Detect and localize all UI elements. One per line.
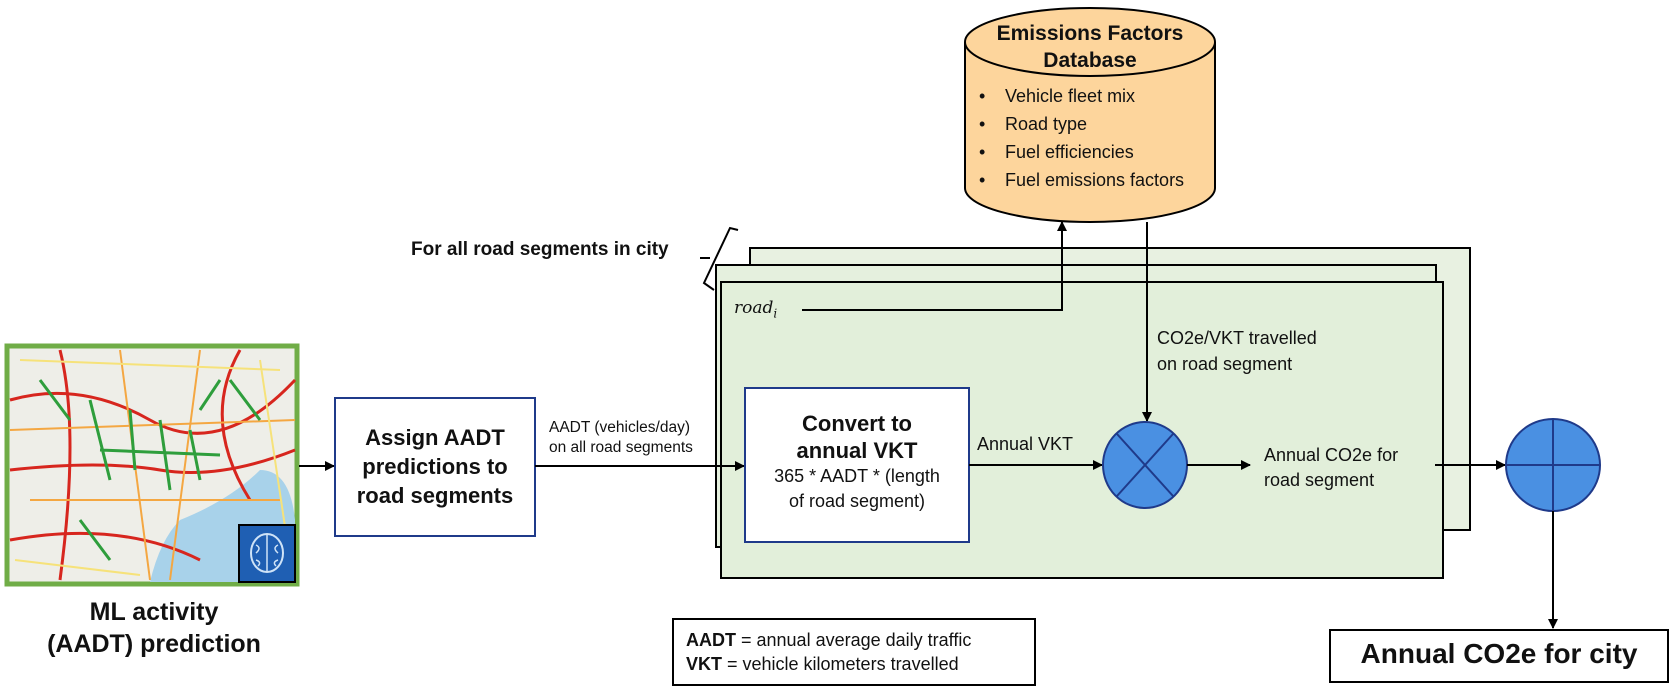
ml-title-line1: ML activity	[89, 598, 219, 626]
legend-vkt-term: VKT	[686, 654, 722, 674]
road-variable: road	[734, 298, 774, 318]
database-items: Vehicle fleet mix Road type Fuel efficie…	[975, 82, 1184, 194]
edge-label-aadt: AADT (vehicles/day) on all road segments	[549, 418, 693, 458]
legend-box: AADT = annual average daily traffic VKT …	[686, 628, 971, 676]
convert-formula-line1: 365 * AADT * (length	[774, 466, 940, 486]
edge-aadt-line2: on all road segments	[549, 439, 693, 456]
legend-vkt-def: = vehicle kilometers travelled	[722, 654, 959, 674]
database-item: Fuel efficiencies	[975, 138, 1184, 166]
multiply-node	[1102, 421, 1188, 509]
database-item: Road type	[975, 110, 1184, 138]
sum-node	[1505, 418, 1601, 512]
legend-aadt: AADT = annual average daily traffic	[686, 628, 971, 652]
output-box[interactable]: Annual CO2e for city	[1360, 638, 1638, 669]
edge-label-annual-vkt: Annual VKT	[977, 434, 1074, 454]
convert-box-frame	[744, 387, 970, 543]
road-variable-label: roadi	[734, 298, 777, 321]
assign-line2: predictions to	[362, 454, 508, 479]
ml-title-line2: (AADT) prediction	[47, 630, 261, 658]
database-item: Fuel emissions factors	[975, 166, 1184, 194]
assign-box[interactable]: Assign AADT predictions to road segments	[336, 423, 534, 510]
database-title-line2: Database	[1043, 49, 1137, 72]
database-title: Emissions Factors Database	[965, 20, 1215, 74]
edge-label-co2-per-vkt: CO2e/VKT travelled on road segment	[1157, 325, 1317, 377]
edge-co2-per-vkt-line2: on road segment	[1157, 354, 1293, 374]
database-title-line1: Emissions Factors	[996, 22, 1184, 45]
arrow-road-to-database	[802, 221, 1067, 311]
legend-aadt-term: AADT	[686, 630, 736, 650]
ml-block-title: ML activity (AADT) prediction	[30, 596, 278, 660]
legend-aadt-def: = annual average daily traffic	[736, 630, 972, 650]
assign-line1: Assign AADT	[365, 425, 505, 450]
database-item: Vehicle fleet mix	[975, 82, 1184, 110]
edge-co2-segment-line2: road segment	[1264, 470, 1375, 490]
edge-co2-segment-line1: Annual CO2e for	[1264, 445, 1399, 465]
loop-label: For all road segments in city	[411, 239, 669, 260]
legend-box-frame	[672, 618, 1036, 686]
legend-vkt: VKT = vehicle kilometers travelled	[686, 652, 971, 676]
convert-box[interactable]: Convert to annual VKT 365 * AADT * (leng…	[746, 410, 968, 514]
convert-formula-line2: of road segment)	[788, 491, 926, 511]
assign-box-frame	[334, 397, 536, 537]
convert-title-line2: annual VKT	[796, 438, 918, 463]
edge-aadt-line1: AADT (vehicles/day)	[549, 419, 690, 436]
edge-label-co2-segment: Annual CO2e for road segment	[1264, 443, 1398, 493]
convert-title-line1: Convert to	[802, 411, 912, 436]
road-subscript: i	[773, 306, 778, 321]
assign-line3: road segments	[356, 483, 514, 508]
ai-brain-icon	[238, 524, 296, 583]
bracket-icon	[702, 226, 739, 291]
output-box-frame	[1329, 629, 1669, 683]
edge-co2-per-vkt-line1: CO2e/VKT travelled	[1157, 328, 1317, 348]
